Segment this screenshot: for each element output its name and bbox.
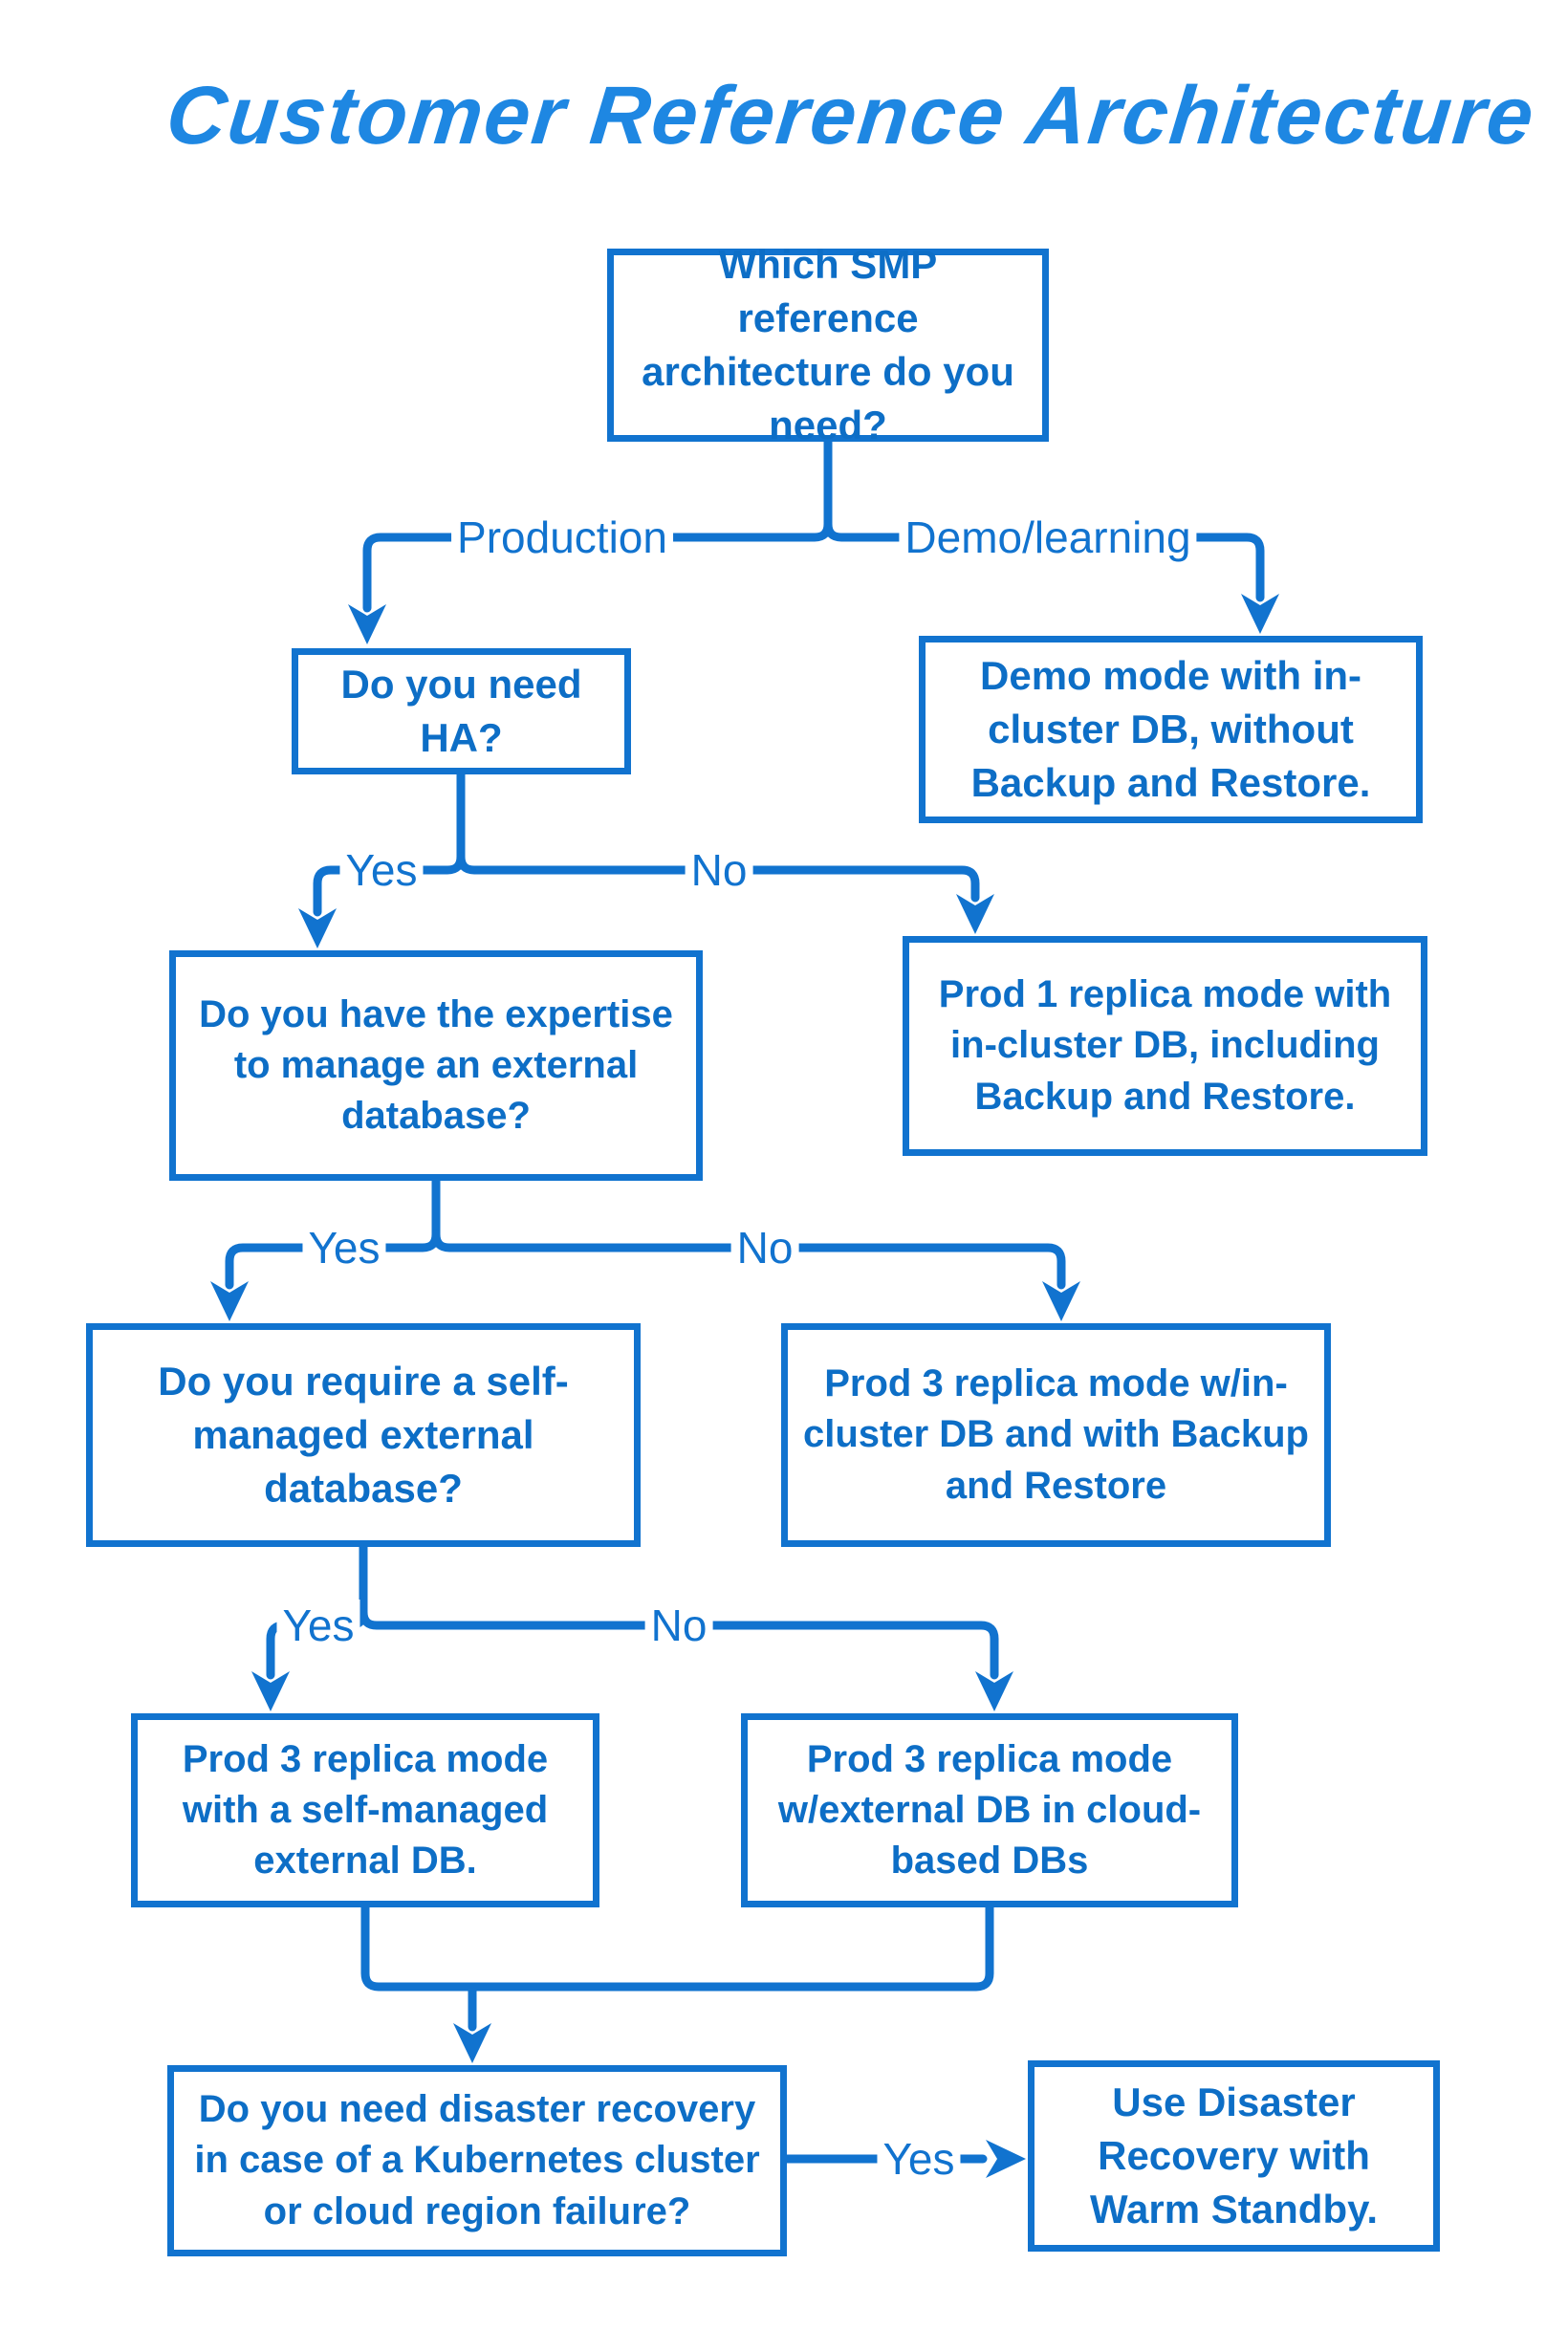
- arrowhead-production: [348, 604, 386, 644]
- node-disaster-recovery-question: Do you need disaster recovery in case of…: [167, 2065, 787, 2256]
- node-need-ha-question: Do you need HA?: [292, 648, 631, 774]
- edge-label-expertise-yes: Yes: [302, 1222, 386, 1274]
- connector-expertise-no: [431, 1230, 1066, 1290]
- edge-label-production: Production: [451, 512, 673, 563]
- node-demo-mode-result: Demo mode with in-cluster DB, without Ba…: [919, 636, 1423, 823]
- node-warm-standby-result: Use Disaster Recovery with Warm Standby.: [1028, 2060, 1440, 2252]
- node-prod1-replica-result: Prod 1 replica mode with in-cluster DB, …: [903, 936, 1427, 1156]
- arrowhead-expertise-yes: [210, 1281, 249, 1321]
- edge-label-expertise-no: No: [730, 1222, 799, 1274]
- connector-merge: [360, 1903, 994, 1992]
- arrowhead-dr-yes: [986, 2140, 1026, 2178]
- node-prod3-selfmanaged-result: Prod 3 replica mode with a self-managed …: [131, 1713, 599, 1907]
- edge-label-dr-yes: Yes: [877, 2133, 961, 2185]
- edge-label-self-managed-no: No: [644, 1600, 713, 1651]
- arrowhead-ha-no: [956, 894, 994, 934]
- node-which-architecture-question: Which SMP reference architecture do you …: [607, 242, 1049, 447]
- arrowhead-demo: [1241, 594, 1279, 634]
- edge-label-self-managed-yes: Yes: [276, 1600, 360, 1651]
- edge-label-ha-yes: Yes: [339, 844, 424, 896]
- edge-label-demo-learning: Demo/learning: [899, 512, 1197, 563]
- connector-selfq-no: [359, 1607, 999, 1680]
- arrowhead-expertise-no: [1042, 1281, 1080, 1321]
- edge-label-ha-no: No: [685, 844, 753, 896]
- connector-root-demo: [823, 519, 1265, 602]
- node-self-managed-question: Do you require a self-managed external d…: [86, 1323, 641, 1547]
- connector-ha-no: [456, 852, 980, 903]
- arrowhead-disaster: [453, 2023, 491, 2063]
- node-expertise-question: Do you have the expertise to manage an e…: [169, 950, 703, 1181]
- arrowhead-selfq-yes: [251, 1671, 290, 1711]
- node-prod3-incluster-result: Prod 3 replica mode w/in-cluster DB and …: [781, 1323, 1331, 1547]
- node-prod3-cloud-result: Prod 3 replica mode w/external DB in clo…: [741, 1713, 1238, 1907]
- arrowhead-selfq-no: [975, 1671, 1013, 1711]
- arrowhead-ha-yes: [298, 908, 337, 948]
